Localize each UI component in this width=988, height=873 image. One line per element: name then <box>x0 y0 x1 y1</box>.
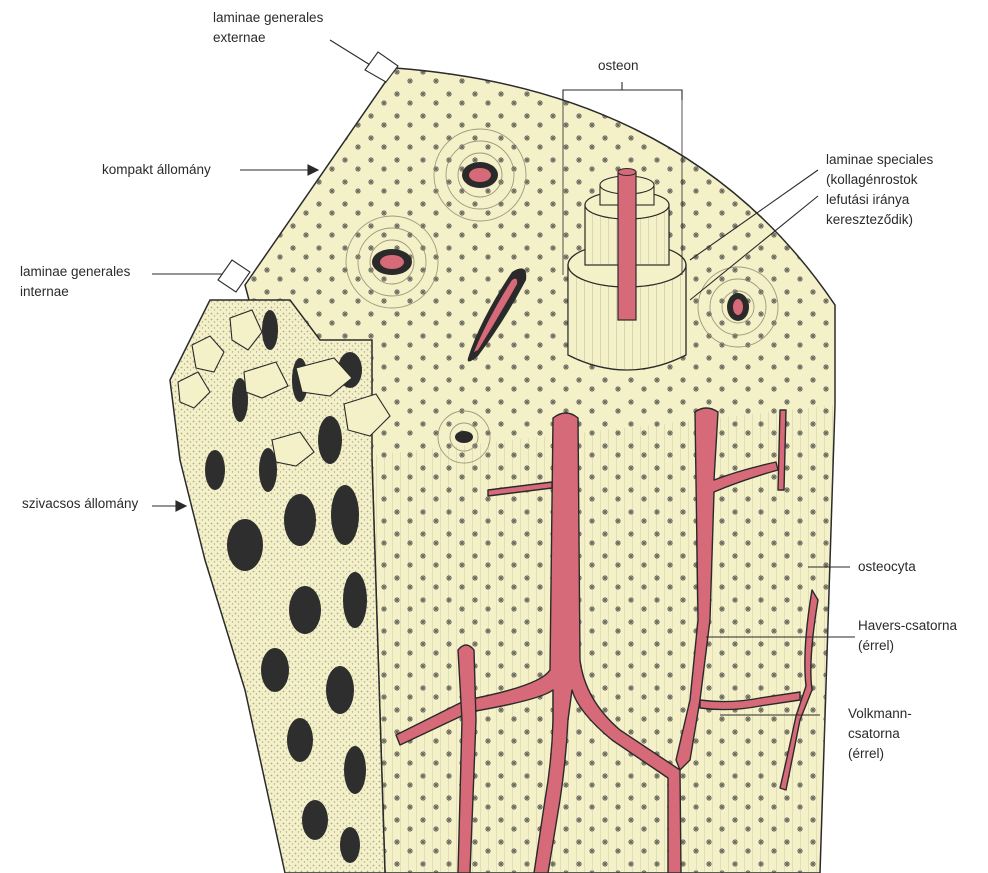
label-laminae-generales-externae: laminae generales externae <box>213 8 323 48</box>
label-laminae-speciales: laminae speciales (kollagénrostok lefutá… <box>826 150 933 230</box>
label-osteocyta: osteocyta <box>858 557 916 577</box>
label-kompakt-allomany: kompakt állomány <box>102 160 211 180</box>
label-osteon: osteon <box>598 56 639 76</box>
label-havers-csatorna: Havers-csatorna (érrel) <box>858 616 957 656</box>
label-szivacsos-allomany: szivacsos állomány <box>22 494 138 514</box>
label-laminae-generales-internae: laminae generales internae <box>20 262 130 302</box>
spongy-bone <box>170 300 390 873</box>
label-volkmann-csatorna: Volkmann- csatorna (érrel) <box>848 704 912 764</box>
